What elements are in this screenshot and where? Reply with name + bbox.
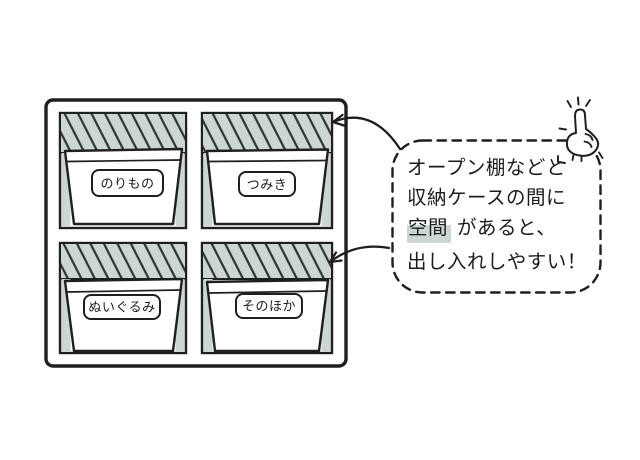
box-label bbox=[238, 171, 296, 197]
box-label-text: のりもの bbox=[100, 176, 154, 191]
arrow-top-icon bbox=[331, 116, 402, 151]
sparkle-icon bbox=[566, 96, 591, 108]
gap-space-hatch bbox=[201, 112, 333, 154]
shelf-compartment-bottom-right: そのほか bbox=[200, 241, 334, 355]
gap-space-hatch bbox=[201, 242, 333, 280]
box-label-text: そのほか bbox=[242, 299, 296, 314]
bubble-line-4: 出し入れしやすい！ bbox=[407, 251, 587, 273]
bubble-line-1: オープン棚などと bbox=[407, 157, 566, 179]
shelf-compartment-top-right: つみき bbox=[200, 111, 334, 230]
pointer-arrows bbox=[328, 113, 402, 264]
speech-bubble: オープン棚などと 収納ケースの間に 空間があると、 出し入れしやすい！ bbox=[392, 140, 600, 292]
box-label bbox=[235, 293, 303, 319]
gap-space-hatch bbox=[59, 242, 187, 280]
speech-bubble-border bbox=[391, 139, 602, 294]
highlighted-word: 空間 bbox=[407, 217, 452, 243]
bubble-line-3-rest: があると、 bbox=[457, 217, 557, 239]
gap-space-hatch bbox=[59, 112, 187, 154]
pointing-finger-icon bbox=[557, 96, 604, 164]
shelf-compartment-bottom-left: ぬいぐるみ bbox=[58, 241, 188, 355]
box-label-text: つみき bbox=[247, 177, 288, 192]
accent-marks bbox=[557, 127, 604, 164]
box-label bbox=[83, 294, 161, 320]
shelf-compartment-top-left: のりもの bbox=[58, 111, 188, 230]
arrow-bottom-icon bbox=[328, 245, 391, 264]
box-label-text: ぬいぐるみ bbox=[88, 300, 155, 315]
bubble-line-3: 空間があると、 bbox=[407, 213, 600, 243]
box-label bbox=[91, 169, 164, 197]
bubble-line-2: 収納ケースの間に bbox=[407, 187, 567, 209]
